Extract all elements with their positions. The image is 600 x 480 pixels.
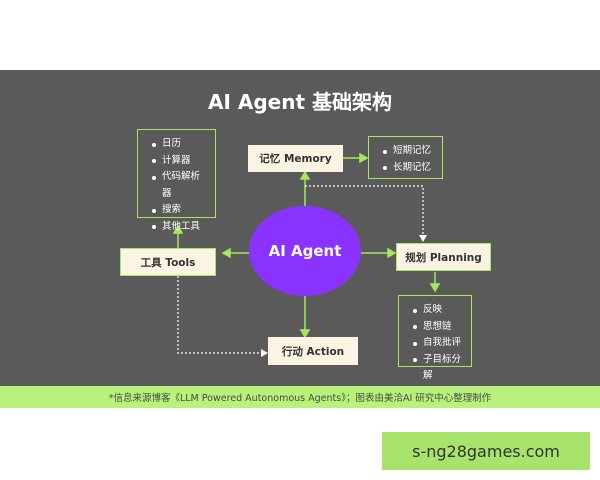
agent-node: AI Agent	[249, 206, 361, 296]
list-item: 计算器	[152, 153, 207, 170]
memory-list: 短期记忆 长期记忆	[368, 136, 443, 179]
source-note: *信息来源博客《LLM Powered Autonomous Agents》；图…	[0, 386, 600, 408]
action-box: 行动 Action	[268, 337, 358, 365]
list-item: 思想链	[413, 319, 463, 336]
memory-box: 记忆 Memory	[248, 145, 343, 172]
list-item: 其他工具	[152, 219, 207, 236]
list-item: 短期记忆	[383, 143, 434, 160]
list-item: 代码解析器	[152, 169, 207, 202]
list-item: 长期记忆	[383, 160, 434, 177]
list-item: 搜索	[152, 202, 207, 219]
tools-box: 工具 Tools	[120, 248, 216, 276]
list-item: 子目标分解	[413, 352, 463, 385]
diagram-title: AI Agent 基础架构	[207, 90, 392, 114]
planning-box: 规划 Planning	[396, 243, 491, 271]
planning-list: 反映 思想链 自我批评 子目标分解	[398, 295, 472, 381]
tools-list: 日历 计算器 代码解析器 搜索 其他工具	[137, 129, 216, 232]
site-link-button[interactable]: s-ng28games.com	[382, 432, 590, 470]
list-item: 自我批评	[413, 335, 463, 352]
list-item: 日历	[152, 136, 207, 153]
list-item: 反映	[413, 302, 463, 319]
